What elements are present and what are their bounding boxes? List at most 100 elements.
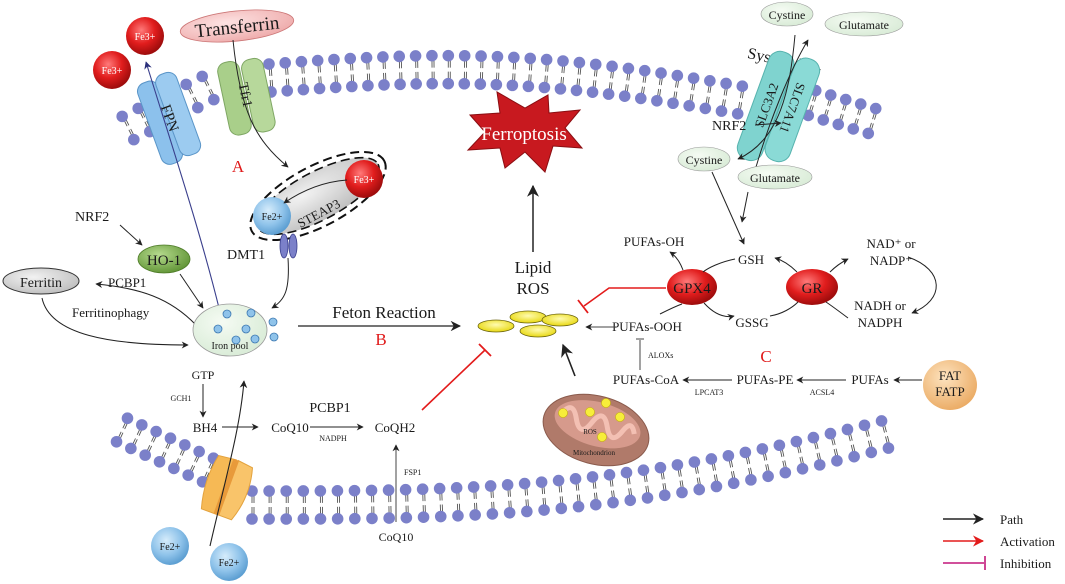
legend-item-path: Path xyxy=(943,512,1024,527)
legend: Path Activation Inhibition xyxy=(943,512,1055,571)
tfr1-receptor: Tfr1 xyxy=(217,57,276,136)
lipid-molecule xyxy=(715,77,732,117)
cystine-outside: Cystine xyxy=(760,1,814,27)
lipid-molecule xyxy=(399,483,413,524)
transferrin: Transferrin xyxy=(179,9,295,43)
lipid-molecule xyxy=(110,412,134,448)
mito-ros-label: ROS xyxy=(583,428,597,436)
lipid-molecule xyxy=(311,54,326,95)
lipid-molecule xyxy=(522,52,537,93)
svg-text:Activation: Activation xyxy=(1000,534,1055,549)
gsh-to-gpx4-curve xyxy=(702,258,736,273)
fe2-import-arrow xyxy=(209,380,248,547)
svg-text:Cystine: Cystine xyxy=(769,8,806,22)
lipid-molecule xyxy=(458,49,471,90)
lipid-molecule xyxy=(153,432,177,468)
pufas-ooh-label: PUFAs-OOH xyxy=(612,319,682,334)
lipid-molecule xyxy=(841,423,860,463)
iron-ion-dot xyxy=(250,334,260,344)
section-label-c: C xyxy=(760,347,771,366)
lipid-ros-label-1: Lipid xyxy=(515,258,552,277)
dmt1-transporter xyxy=(279,233,298,259)
mitochondrion-label: Mitochondrion xyxy=(573,449,615,457)
lipid-molecule xyxy=(586,471,602,511)
nadh-label-2: NADPH xyxy=(858,315,903,330)
svg-text:Fe3+: Fe3+ xyxy=(102,66,123,77)
svg-text:HO-1: HO-1 xyxy=(147,253,181,269)
lipid-molecule xyxy=(360,51,374,92)
glutamate-outside: Glutamate xyxy=(824,11,904,37)
lipid-molecule xyxy=(450,482,464,522)
gssg-label: GSSG xyxy=(735,315,768,330)
lipid-molecule xyxy=(705,453,723,493)
lipid-molecule xyxy=(699,74,716,115)
iron-ion-dot xyxy=(241,324,251,334)
lipid-molecule xyxy=(442,49,455,90)
svg-text:Fe3+: Fe3+ xyxy=(354,175,375,186)
lipid-molecule xyxy=(182,445,205,481)
gpx4-inhibits-lipid-ros xyxy=(583,287,666,307)
pufas-ooh-to-gpx4-curve xyxy=(659,303,683,315)
iron-pool-to-ferritin-arrow xyxy=(95,281,197,326)
section-label-a: A xyxy=(232,157,245,176)
fe2-ion-outside-1: Fe2+ xyxy=(151,527,189,565)
lipid-molecule xyxy=(168,439,191,475)
lipid-molecule xyxy=(807,431,826,471)
coqh2-inhibits-lipid-ros xyxy=(421,349,486,411)
fe2-ion-outside-2: Fe2+ xyxy=(210,543,248,581)
gch1-label: GCH1 xyxy=(171,394,192,403)
lipid-molecule xyxy=(618,62,635,102)
lipid-molecule xyxy=(426,49,439,90)
fe3-ion-outside-2: Fe3+ xyxy=(93,51,131,89)
ros-dot xyxy=(597,432,607,442)
legend-item-activation: Activation xyxy=(943,534,1055,549)
lipid-molecule xyxy=(297,485,310,525)
iron-ion-dot xyxy=(222,309,232,319)
lipid-molecule xyxy=(416,483,430,523)
lipid-molecule xyxy=(393,50,406,91)
nad-to-nadh-cycle-arrow xyxy=(907,256,937,314)
nadh-label-1: NADH or xyxy=(854,298,906,313)
svg-text:Inhibition: Inhibition xyxy=(1000,556,1052,571)
lipid-molecule xyxy=(637,464,654,504)
legend-item-inhibition: Inhibition xyxy=(943,556,1052,571)
nadph-label: NADPH xyxy=(319,434,347,443)
lipid-molecule xyxy=(602,60,618,100)
cystine-inside: Cystine xyxy=(677,146,731,172)
lipid-molecule xyxy=(667,69,684,110)
lipid-molecule xyxy=(773,439,792,479)
gr-node: GR xyxy=(786,269,838,305)
endosome xyxy=(249,150,387,242)
svg-text:Iron pool: Iron pool xyxy=(212,341,249,352)
nad-label-2: NADP⁺ xyxy=(870,253,912,268)
lipid-molecule xyxy=(554,55,569,95)
lipid-molecule xyxy=(139,425,162,461)
bh4-label: BH4 xyxy=(193,420,218,435)
ho1-node: HO-1 xyxy=(137,244,191,274)
nad-label-1: NAD⁺ or xyxy=(866,236,916,251)
dmt1-to-iron-pool-arrow xyxy=(271,257,289,309)
ferritinophagy-arrow xyxy=(41,297,189,349)
svg-text:Fe2+: Fe2+ xyxy=(219,558,240,569)
gtp-label: GTP xyxy=(192,368,215,382)
lipid-molecule xyxy=(634,64,651,105)
nrf2-activates-system-xc-arrow xyxy=(754,119,782,127)
ferroptosis-node: Ferroptosis xyxy=(466,91,584,173)
lipid-molecule xyxy=(569,472,585,513)
lipid-molecule xyxy=(731,80,749,120)
lipid-molecule xyxy=(474,50,487,90)
lipid-molecule xyxy=(875,415,895,454)
lipid-molecule xyxy=(671,459,688,499)
coqh2-label: CoQH2 xyxy=(375,420,415,435)
cystine-to-gsh-arrow xyxy=(711,171,745,245)
svg-text:Glutamate: Glutamate xyxy=(750,171,800,185)
cell-membrane-top-right xyxy=(802,84,882,140)
pufas-pe-label: PUFAs-PE xyxy=(737,372,794,387)
nrf2-to-ho1-arrow xyxy=(119,224,143,246)
lipid-molecule xyxy=(817,89,837,126)
mito-to-lipid-ros-arrow xyxy=(561,343,576,377)
iron-ion-dot xyxy=(269,332,279,342)
lipid-molecule xyxy=(246,485,258,525)
iron-import-channel xyxy=(200,454,254,521)
inhibition-bar-coqh2 xyxy=(478,343,492,357)
